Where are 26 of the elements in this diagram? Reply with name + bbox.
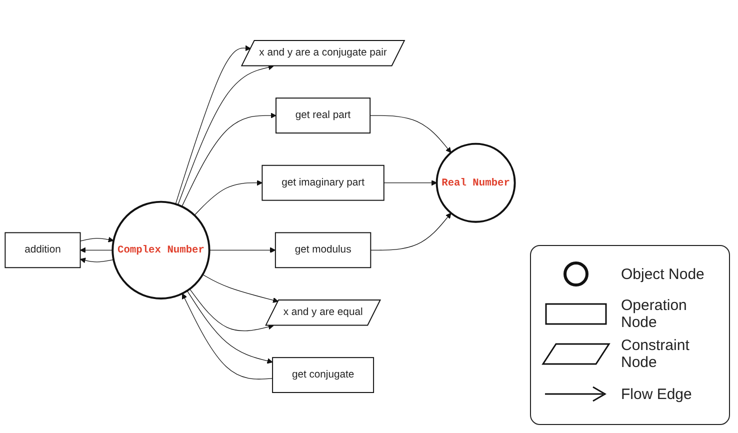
arrow <box>178 64 274 206</box>
arrow <box>202 274 278 303</box>
arrow <box>80 236 114 242</box>
arrow <box>182 112 276 207</box>
arrow <box>209 247 276 253</box>
arrow <box>189 288 274 332</box>
legend-label: Constraint Node <box>621 337 690 371</box>
node-circle: Complex Number <box>112 200 210 300</box>
node-circle: Real Number <box>436 142 516 223</box>
node-box: get conjugate <box>272 357 374 393</box>
node-box: get imaginary part <box>262 164 384 201</box>
arrow <box>194 180 262 216</box>
arrow <box>186 290 273 364</box>
arrow <box>370 212 452 250</box>
arrow <box>80 258 114 264</box>
arrow <box>370 115 452 153</box>
arrow <box>175 45 251 204</box>
arrow <box>182 293 273 380</box>
arrow <box>384 180 438 186</box>
legend-label: Operation Node <box>621 297 688 331</box>
node-box: get modulus <box>274 232 372 268</box>
node-box: addition <box>4 232 81 268</box>
node-box: get real part <box>276 98 371 134</box>
legend-label: Flow Edge <box>621 386 692 402</box>
arrow <box>80 247 113 253</box>
legend-label: Object Node <box>621 266 704 282</box>
